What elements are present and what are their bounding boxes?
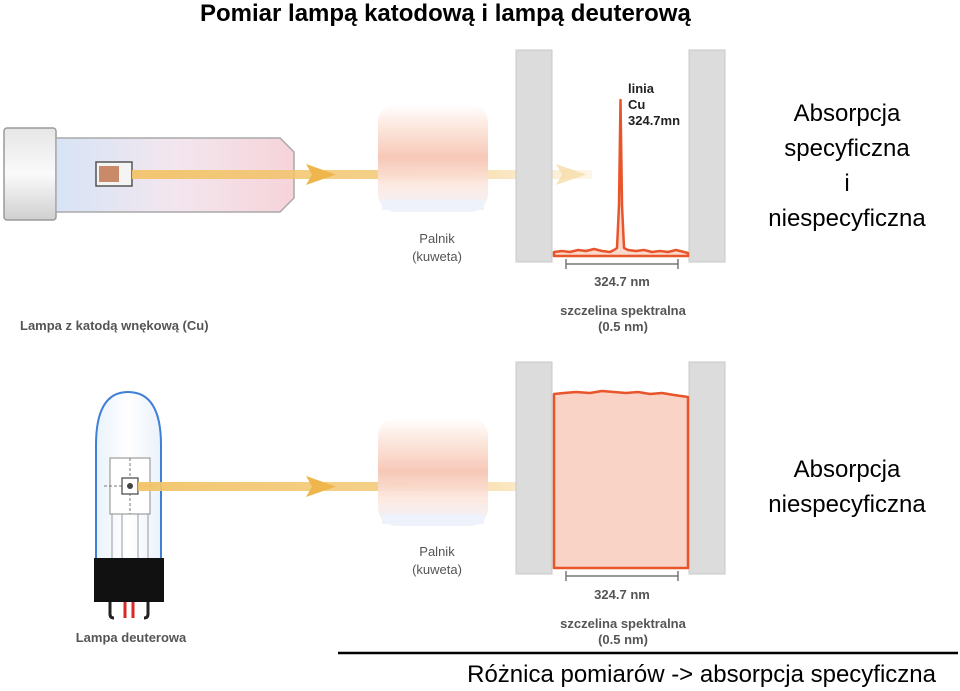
deuterium-lamp-label: Lampa deuterowa xyxy=(75,630,187,645)
burner-label-line1: Palnik xyxy=(419,231,455,246)
lamp-base xyxy=(94,558,164,602)
deuterium-lamp xyxy=(94,390,164,620)
beam-arrow-3 xyxy=(306,476,336,497)
side-text-top-line4: niespecyficzna xyxy=(768,205,926,232)
side-text-bottom: Absorpcja niespecyficzna xyxy=(742,452,952,522)
deuterium-broadband-spectrum xyxy=(552,389,690,570)
peak-label-line2: Cu xyxy=(628,97,646,112)
slit-label-bottom: szczelina spektralna (0.5 nm) xyxy=(548,616,698,648)
side-text-top: Absorpcja specyficzna i niespecyficzna xyxy=(742,96,952,236)
cathode-cup xyxy=(99,166,119,182)
burner-label-line1: Palnik xyxy=(419,544,455,559)
burner-flame-top xyxy=(378,104,488,212)
page-title: Pomiar lampą katodową i lampą deuterową xyxy=(200,0,691,27)
side-text-top-line2: specyficzna xyxy=(784,135,910,162)
beam-arrow-1 xyxy=(306,164,336,185)
side-text-bottom-line2: niespecyficzna xyxy=(768,491,926,518)
beam-arrow-2 xyxy=(556,164,586,185)
slit-label-line2: (0.5 nm) xyxy=(598,632,648,647)
side-text-bottom-line1: Absorpcja xyxy=(793,456,901,483)
slit-label-line1: szczelina spektralna xyxy=(560,303,686,318)
cu-line-spectrum xyxy=(552,98,690,258)
slit-wall-left xyxy=(515,49,553,263)
slit-wall-left-bottom xyxy=(515,361,553,575)
burner-label-top: Palnik (kuweta) xyxy=(396,230,478,266)
wavelength-label-bottom: 324.7 nm xyxy=(594,587,650,602)
burner-flame-bottom xyxy=(378,418,488,526)
cathode-lamp-label: Lampa z katodą wnękową (Cu) xyxy=(20,318,209,333)
slit-label-top: szczelina spektralna (0.5 nm) xyxy=(548,303,698,335)
footer-conclusion: Różnica pomiarów -> absorpcja specyficzn… xyxy=(467,661,936,688)
burner-label-line2: (kuweta) xyxy=(412,249,462,264)
burner-label-bottom: Palnik (kuweta) xyxy=(396,543,478,579)
slit-label-line2: (0.5 nm) xyxy=(598,319,648,334)
slit-label-line1: szczelina spektralna xyxy=(560,616,686,631)
light-beam-top xyxy=(132,164,592,185)
peak-label-line1: linia xyxy=(628,81,655,96)
slit-wall-right xyxy=(688,49,726,263)
burner-label-line2: (kuweta) xyxy=(412,562,462,577)
wavelength-label-top: 324.7 nm xyxy=(594,274,650,289)
side-text-top-line1: Absorpcja xyxy=(793,100,901,127)
side-text-top-line3: i xyxy=(844,170,850,197)
peak-label-line3: 324.7mn xyxy=(628,113,681,128)
slit-wall-right-bottom xyxy=(688,361,726,575)
peak-label: linia Cu 324.7mn xyxy=(628,81,698,129)
lamp-cap xyxy=(3,127,57,221)
